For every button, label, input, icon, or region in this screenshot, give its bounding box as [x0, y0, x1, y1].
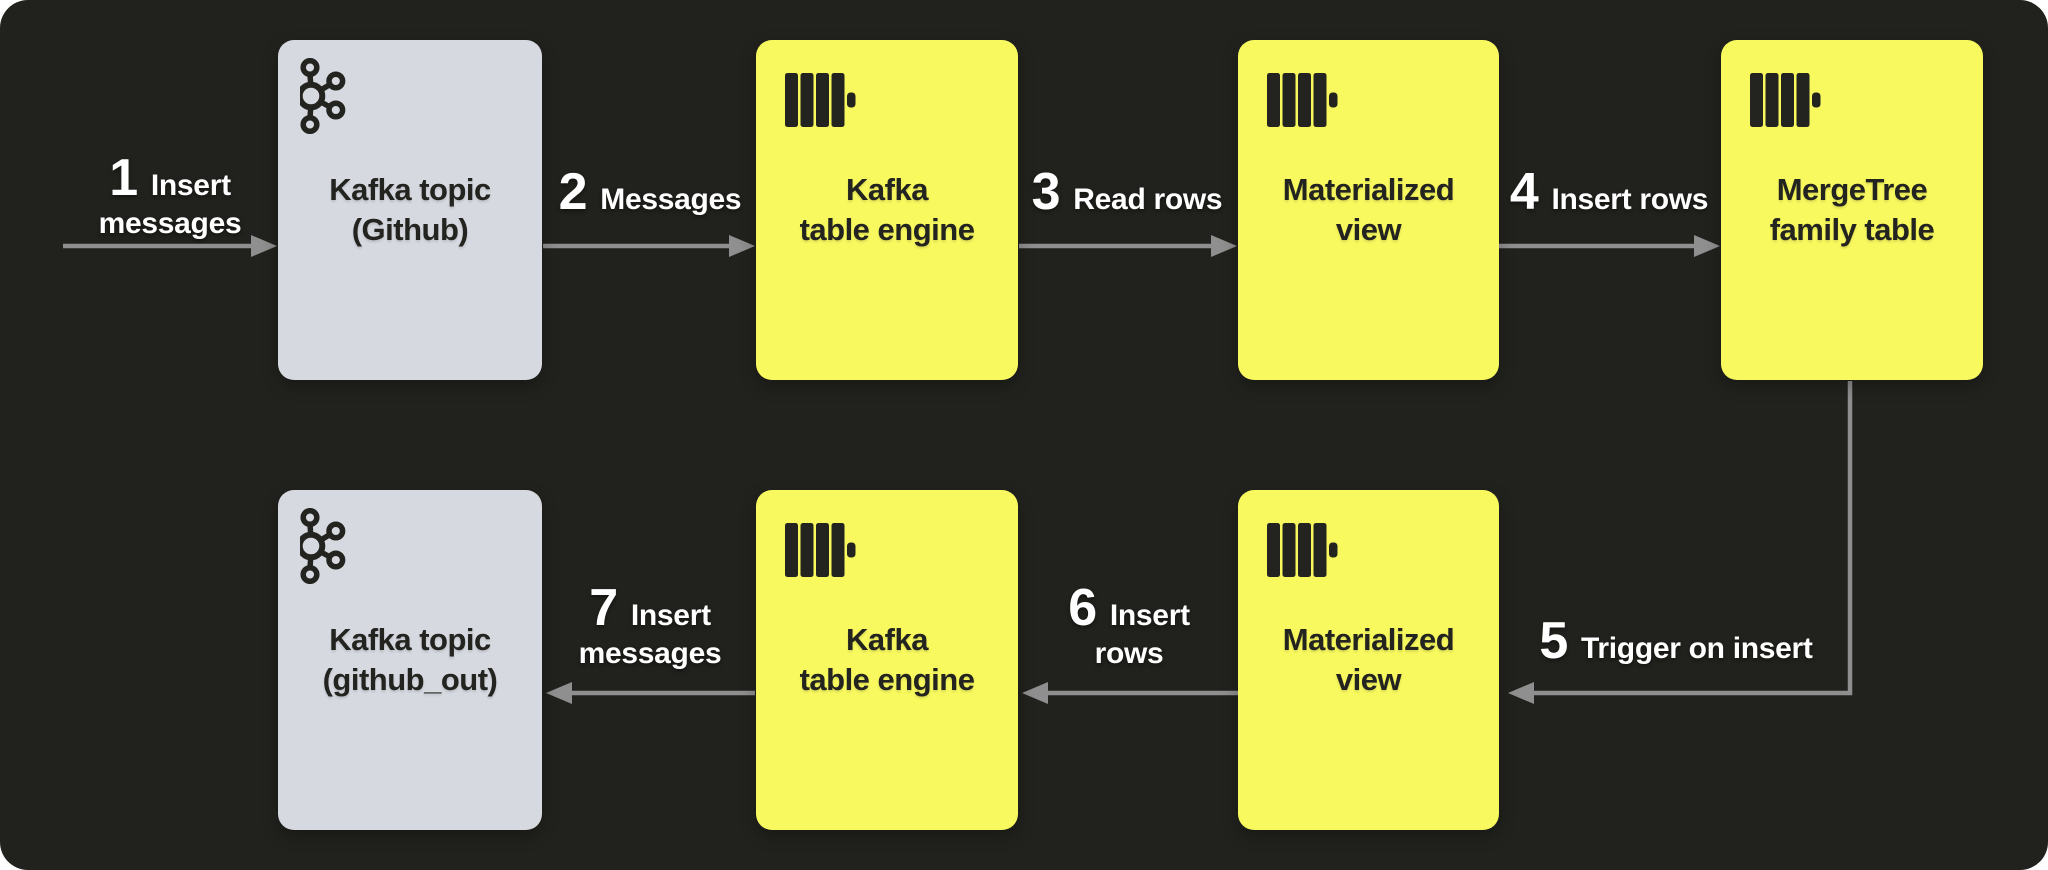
node-kafka-topic-github-out: Kafka topic (github_out): [278, 490, 542, 830]
step-line: rows: [1094, 637, 1164, 670]
node-label-line: Kafka topic: [329, 172, 491, 207]
clickhouse-icon: [1267, 523, 1338, 582]
step-text: Messages: [600, 183, 742, 216]
clickhouse-icon: [1267, 73, 1338, 132]
step-label-4: 4 Insert rows: [1510, 166, 1709, 219]
node-label: MergeTree family table: [1721, 40, 1983, 380]
node-label: Materialized view: [1238, 40, 1499, 380]
node-label-line: MergeTree: [1776, 172, 1928, 207]
step-line: 3 Read rows: [1032, 166, 1223, 219]
node-materialized-view-bottom: Materialized view: [1238, 490, 1499, 830]
step-line: 5 Trigger on insert: [1539, 615, 1813, 668]
clickhouse-icon: [785, 73, 856, 132]
clickhouse-icon: [785, 523, 856, 582]
step-number: 5: [1539, 612, 1569, 670]
node-label: Materialized view: [1238, 490, 1499, 830]
arrow-3-read-rows: [1019, 235, 1237, 257]
step-label-6: 6 Insert rows: [1068, 582, 1190, 673]
step-label-3: 3 Read rows: [1032, 166, 1223, 219]
step-number: 3: [1031, 163, 1061, 221]
step-text: Insert: [150, 169, 231, 202]
node-label-line: table engine: [799, 662, 975, 697]
arrow-2-messages: [543, 235, 755, 257]
kafka-icon: [296, 507, 346, 589]
step-line: 2 Messages: [559, 166, 742, 219]
node-label: Kafka table engine: [756, 40, 1018, 380]
arrow-4-insert-rows: [1499, 235, 1720, 257]
clickhouse-icon: [1750, 73, 1821, 132]
node-label-line: Kafka: [846, 622, 928, 657]
step-label-5: 5 Trigger on insert: [1539, 615, 1813, 668]
node-mergetree-family-table: MergeTree family table: [1721, 40, 1983, 380]
node-label-line: family table: [1769, 212, 1935, 247]
node-label: Kafka table engine: [756, 490, 1018, 830]
node-label-line: view: [1335, 212, 1402, 247]
node-label-line: Materialized: [1282, 172, 1455, 207]
step-text: Read rows: [1073, 183, 1223, 216]
arrow-7-insert-messages: [546, 682, 755, 704]
node-label-line: Kafka: [846, 172, 928, 207]
node-label: Kafka topic (Github): [278, 40, 542, 380]
node-kafka-table-engine-top: Kafka table engine: [756, 40, 1018, 380]
step-number: 2: [558, 163, 588, 221]
step-text: Insert rows: [1551, 183, 1709, 216]
step-label-1: 1 Insert messages: [98, 152, 242, 243]
step-line: messages: [578, 637, 722, 670]
node-kafka-topic-github: Kafka topic (Github): [278, 40, 542, 380]
node-label-line: (github_out): [322, 662, 498, 697]
node-label: Kafka topic (github_out): [278, 490, 542, 830]
step-number: 7: [589, 579, 618, 637]
node-label-line: Materialized: [1282, 622, 1455, 657]
step-label-2: 2 Messages: [559, 166, 742, 219]
node-kafka-table-engine-bottom: Kafka table engine: [756, 490, 1018, 830]
arrow-6-insert-rows: [1022, 682, 1238, 704]
node-materialized-view-top: Materialized view: [1238, 40, 1499, 380]
step-line: messages: [98, 207, 242, 240]
node-label-line: view: [1335, 662, 1402, 697]
step-line: 1 Insert: [99, 152, 242, 205]
node-label-line: (Github): [351, 212, 469, 247]
step-number: 4: [1509, 163, 1539, 221]
step-number: 1: [109, 149, 138, 207]
step-number: 6: [1068, 579, 1097, 637]
step-line: 7 Insert: [579, 582, 722, 635]
node-label-line: Kafka topic: [329, 622, 491, 657]
kafka-icon: [296, 57, 346, 139]
step-line: 4 Insert rows: [1510, 166, 1709, 219]
step-text: Trigger on insert: [1581, 632, 1813, 665]
step-line: 6 Insert: [1068, 582, 1190, 635]
step-text: Insert: [1109, 599, 1190, 632]
step-label-7: 7 Insert messages: [578, 582, 722, 673]
step-text: Insert: [630, 599, 711, 632]
node-label-line: table engine: [799, 212, 975, 247]
